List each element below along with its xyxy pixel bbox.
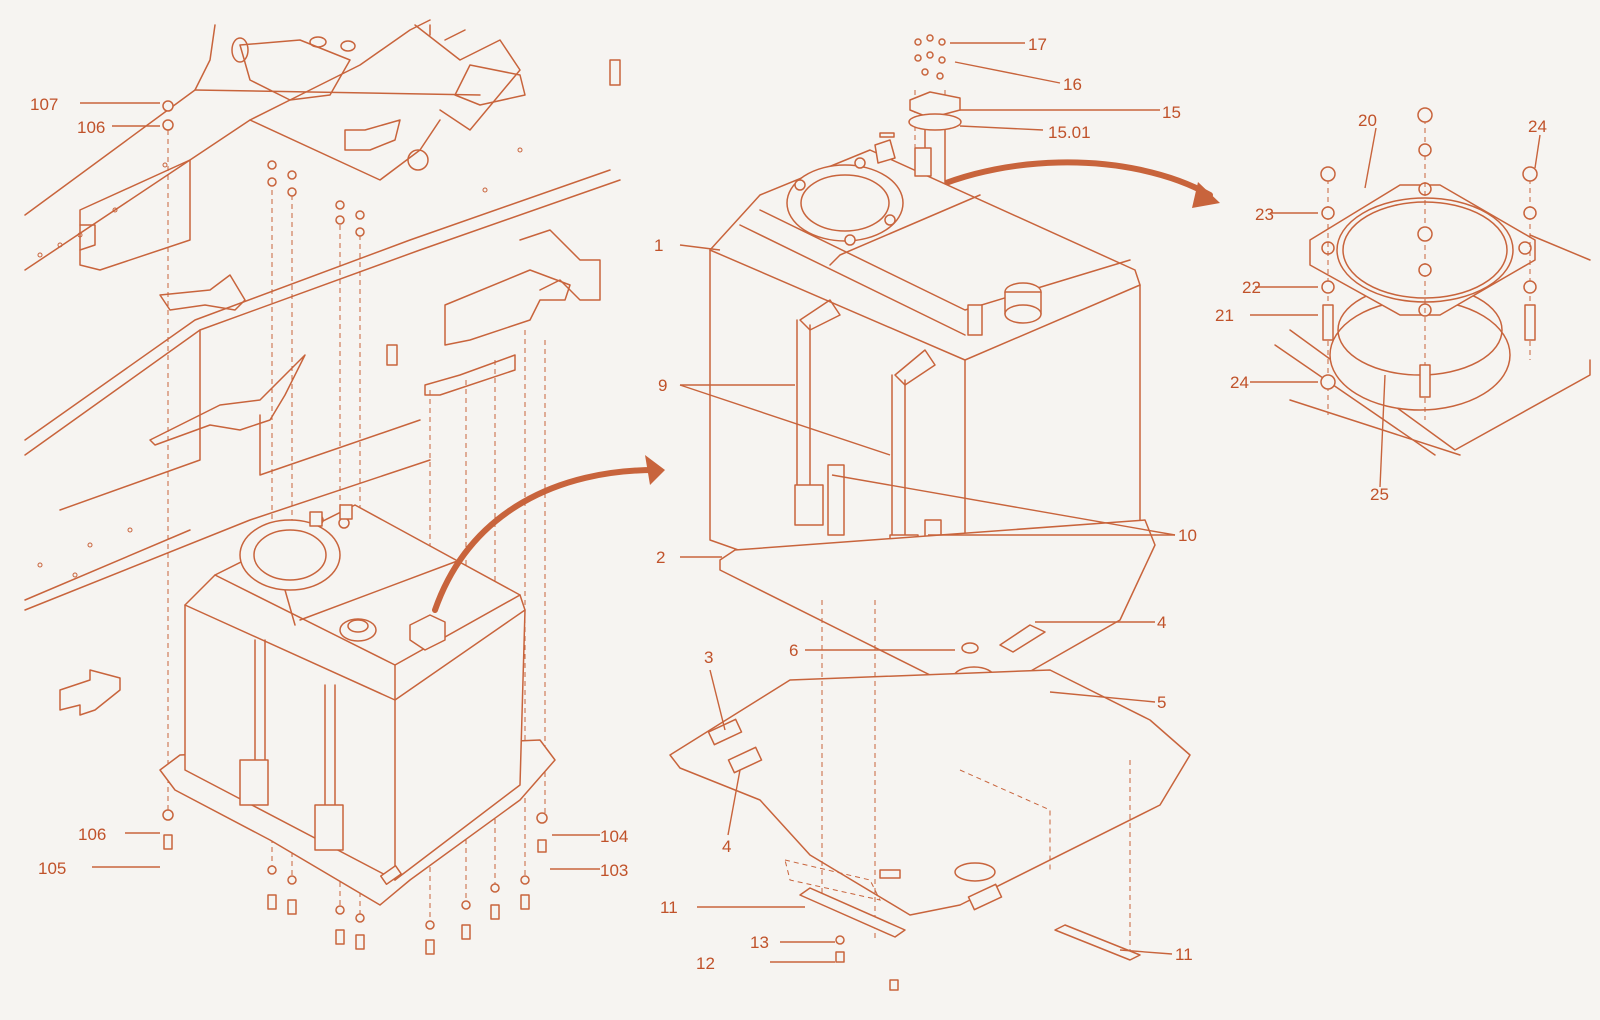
callout-17: 17: [1028, 35, 1047, 54]
callout-105: 105: [38, 859, 66, 878]
callout-15: 15: [1162, 103, 1181, 122]
callout-6: 6: [789, 641, 798, 660]
callout-4-right: 4: [1157, 613, 1166, 632]
left-bottom-fasteners: [162, 809, 548, 955]
callout-1: 1: [654, 236, 663, 255]
flange-detail: [1274, 107, 1591, 456]
callout-24-bottom: 24: [1230, 373, 1249, 392]
frame-fasteners: [162, 100, 365, 237]
callout-3: 3: [704, 648, 713, 667]
center-tank-detail: [669, 34, 1191, 991]
callout-12: 12: [696, 954, 715, 973]
callout-107: 107: [30, 95, 58, 114]
callout-106-top: 106: [77, 118, 105, 137]
callout-leaders: [80, 42, 1541, 963]
left-tank-assembly: [159, 504, 556, 906]
transfer-arrowhead-left: [645, 455, 665, 485]
callout-9: 9: [658, 376, 667, 395]
callout-10: 10: [1178, 526, 1197, 545]
callout-11-right: 11: [1175, 945, 1193, 964]
callout-5: 5: [1157, 693, 1166, 712]
callout-103: 103: [600, 861, 628, 880]
callout-labels: 107 106 106 105 104 103 1 2 3 4 4 5 6 9 …: [30, 35, 1547, 973]
callout-104: 104: [600, 827, 628, 846]
callout-2: 2: [656, 548, 665, 567]
vehicle-frame: [24, 19, 621, 716]
callout-13: 13: [750, 933, 769, 952]
frame-holes: [37, 147, 523, 578]
callout-22: 22: [1242, 278, 1261, 297]
transfer-arrow-left: [432, 467, 658, 613]
callout-23: 23: [1255, 205, 1274, 224]
callout-15-01: 15.01: [1048, 123, 1091, 142]
callout-4-left: 4: [722, 837, 731, 856]
callout-11-left: 11: [660, 898, 678, 917]
callout-20: 20: [1358, 111, 1377, 130]
callout-16: 16: [1063, 75, 1082, 94]
callout-21: 21: [1215, 306, 1234, 325]
transfer-arrowhead-right: [1192, 182, 1220, 208]
callout-24-top: 24: [1528, 117, 1547, 136]
callout-25: 25: [1370, 485, 1389, 504]
callout-106-bottom: 106: [78, 825, 106, 844]
